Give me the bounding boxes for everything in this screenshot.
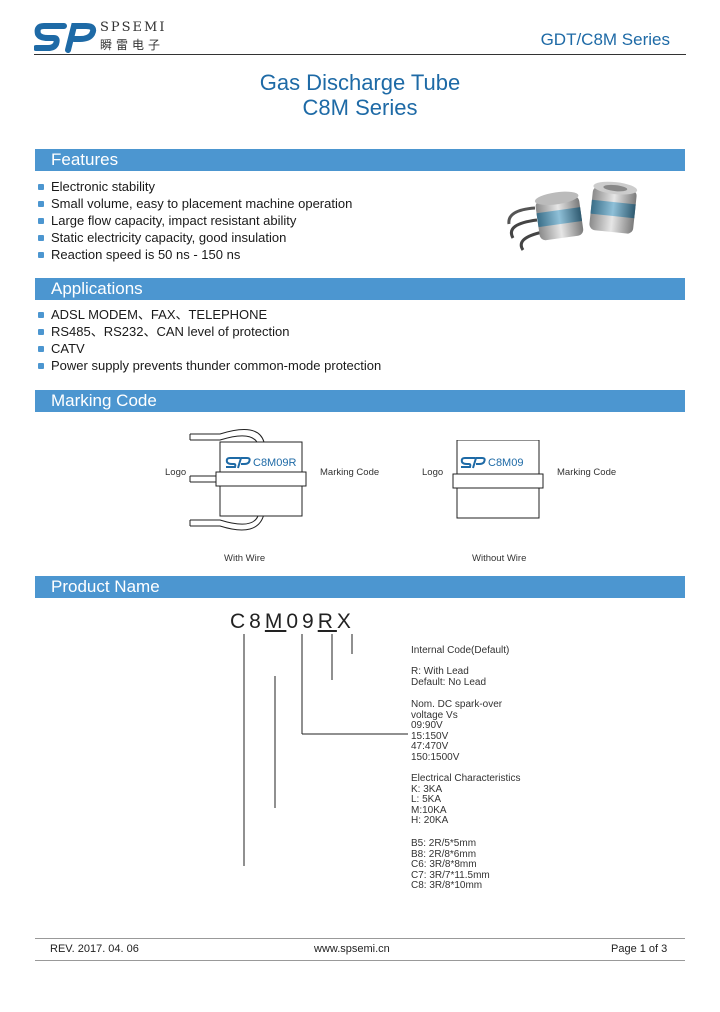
code-part-series: C8 xyxy=(230,610,265,633)
code-part-voltage: 09 xyxy=(286,610,318,633)
product-photo xyxy=(507,181,638,251)
product-code-leader-lines xyxy=(243,634,408,866)
size-desc: B5: 2R/5*5mm B8: 2R/8*6mm C6: 3R/8*8mm C… xyxy=(411,838,490,891)
page-subtitle: C8M Series xyxy=(302,95,418,120)
electrical-desc: Electrical Characteristics K: 3KA L: 5KA… xyxy=(411,773,521,826)
feature-item: Electronic stability xyxy=(38,178,352,195)
with-wire-marking-label: Marking Code xyxy=(320,467,380,478)
voltage-desc: Nom. DC spark-over voltage Vs 09:90V 15:… xyxy=(411,699,503,763)
applications-list: ADSL MODEM、FAX、TELEPHONE RS485、RS232、CAN… xyxy=(38,306,381,374)
company-name-cn: 瞬雷电子 xyxy=(100,38,165,52)
applications-heading: Applications xyxy=(35,278,685,300)
feature-item: Static electricity capacity, good insula… xyxy=(38,229,352,246)
product-code: C8M09RX xyxy=(230,610,355,634)
features-list: Electronic stability Small volume, easy … xyxy=(38,178,352,263)
application-item: CATV xyxy=(38,340,381,357)
with-wire-logo-label: Logo xyxy=(165,467,187,478)
with-wire-code: C8M09R xyxy=(253,457,297,469)
header-divider xyxy=(34,54,686,55)
without-wire-caption: Without Wire xyxy=(472,553,527,564)
without-wire-marking-label: Marking Code xyxy=(557,467,617,478)
lead-desc: R: With Lead Default: No Lead xyxy=(411,666,487,688)
without-wire-diagram xyxy=(452,440,544,519)
code-part-current: M xyxy=(264,610,287,633)
application-item: ADSL MODEM、FAX、TELEPHONE xyxy=(38,306,381,323)
internal-code-desc: Internal Code(Default) xyxy=(411,645,510,656)
without-wire-code: C8M09 xyxy=(488,457,524,469)
code-part-lead: R xyxy=(317,610,337,633)
product-name-heading: Product Name xyxy=(35,576,685,598)
code-part-internal: X xyxy=(336,610,355,633)
feature-item: Reaction speed is 50 ns - 150 ns xyxy=(38,246,352,263)
feature-item: Small volume, easy to placement machine … xyxy=(38,195,352,212)
footer-divider-top xyxy=(35,938,685,939)
marking-code-heading: Marking Code xyxy=(35,390,685,412)
with-wire-caption: With Wire xyxy=(224,553,266,564)
page-title: Gas Discharge Tube xyxy=(259,70,461,95)
features-heading: Features xyxy=(35,149,685,171)
footer-divider-bottom xyxy=(35,960,685,961)
application-item: RS485、RS232、CAN level of protection xyxy=(38,323,381,340)
footer-page-number: Page 1 of 3 xyxy=(611,943,668,955)
company-name-en: SPSEMI xyxy=(100,20,167,35)
feature-item: Large flow capacity, impact resistant ab… xyxy=(38,212,352,229)
company-logo-icon xyxy=(34,23,97,53)
series-tag: GDT/C8M Series xyxy=(540,30,670,49)
without-wire-logo-label: Logo xyxy=(422,467,444,478)
with-wire-diagram xyxy=(189,429,307,531)
application-item: Power supply prevents thunder common-mod… xyxy=(38,357,381,374)
footer-revision: REV. 2017. 04. 06 xyxy=(50,943,139,955)
footer-website[interactable]: www.spsemi.cn xyxy=(314,943,390,955)
